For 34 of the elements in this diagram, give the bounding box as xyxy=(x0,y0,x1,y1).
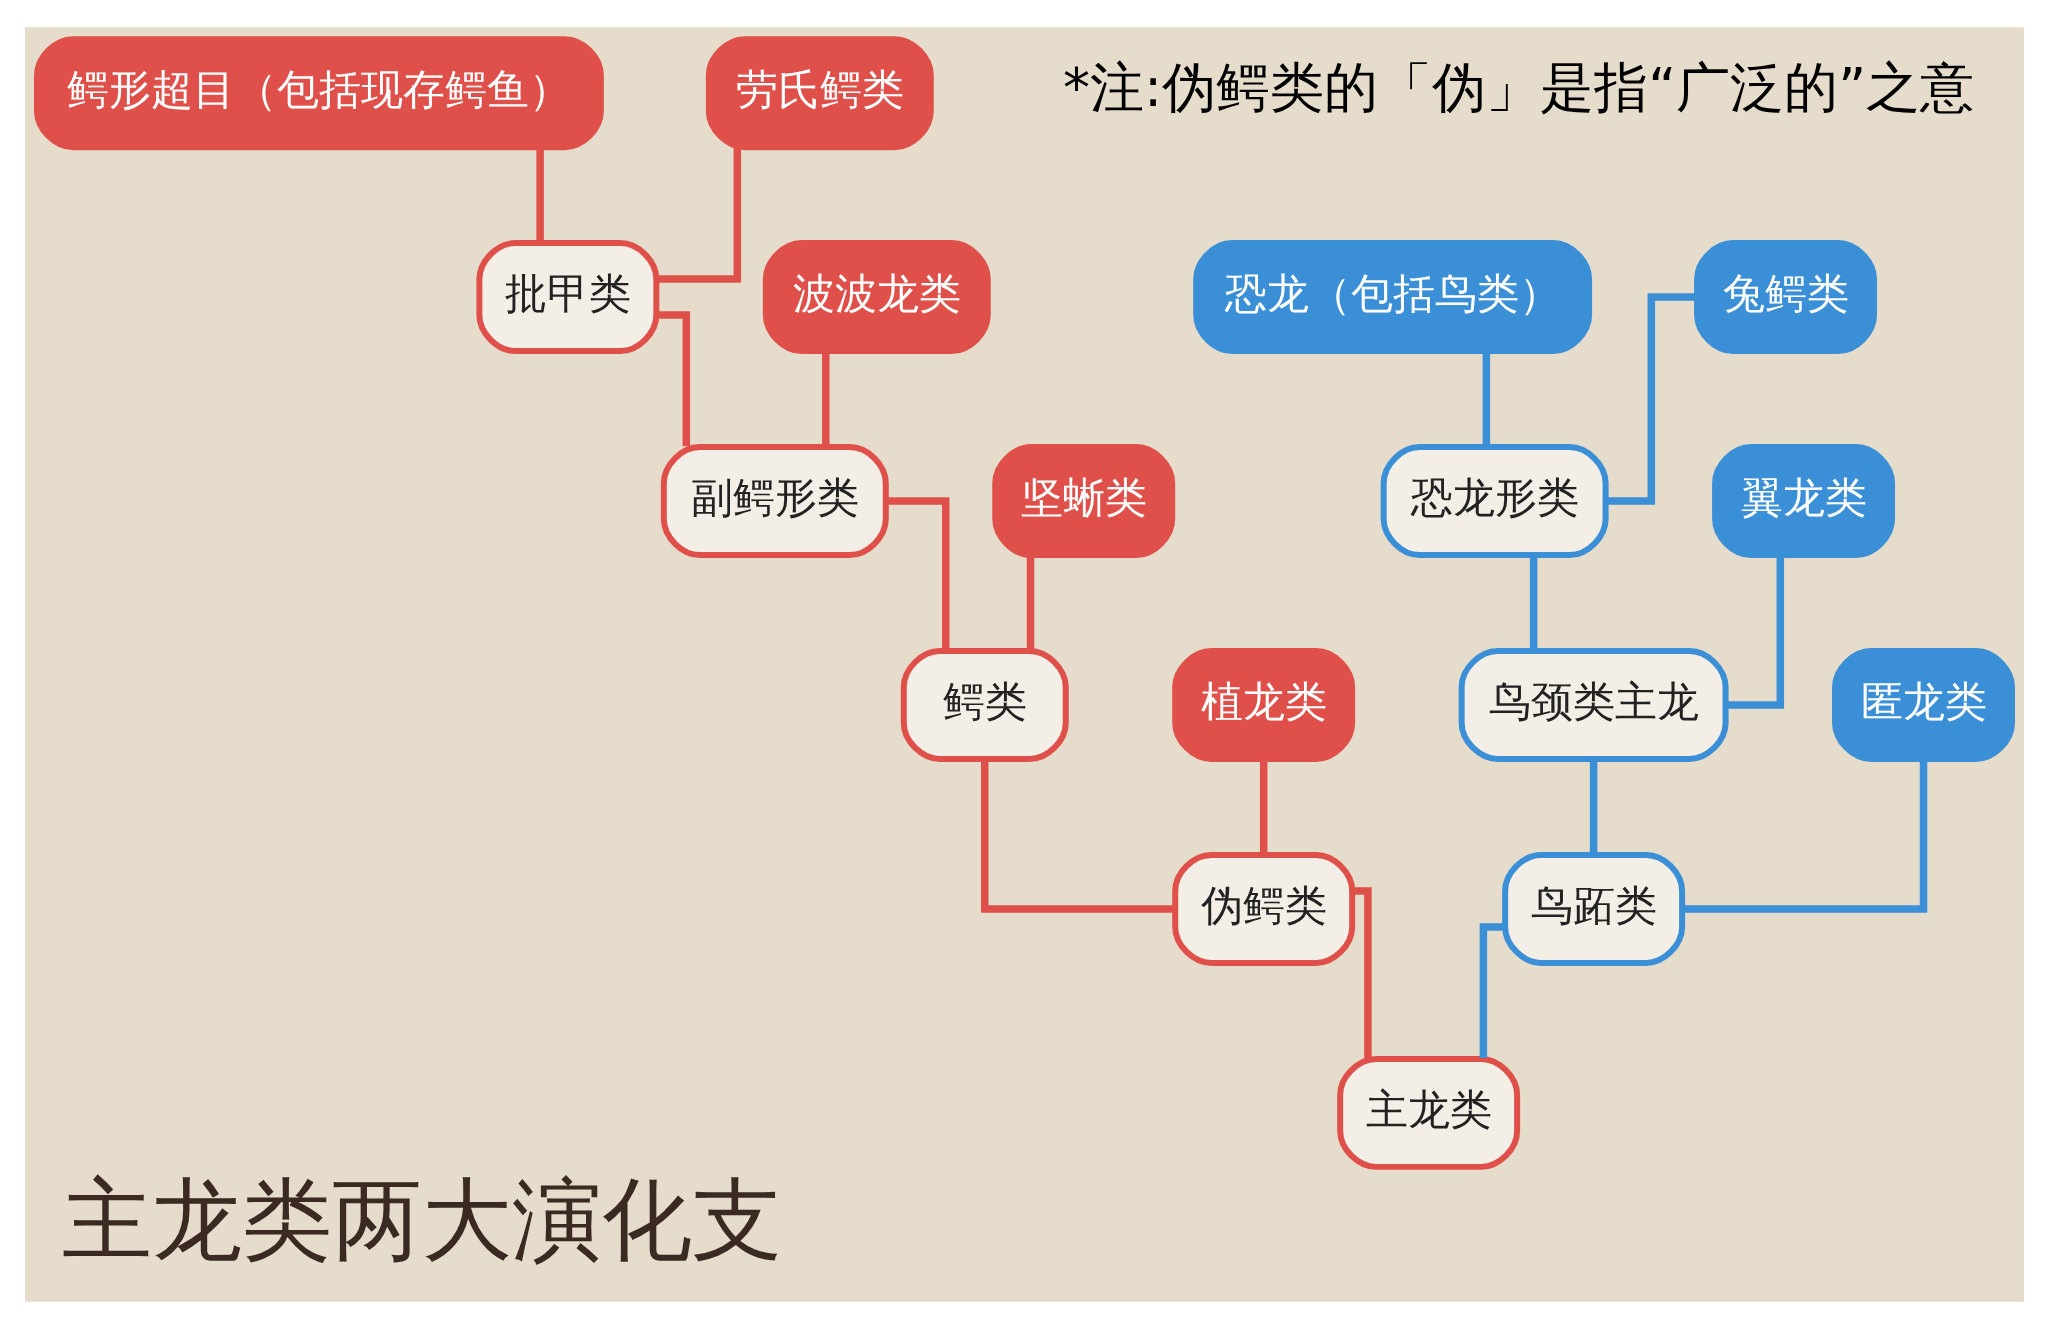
diagram-title: 主龙类两大演化支 xyxy=(61,1166,782,1272)
node-box: 批甲类 xyxy=(475,239,659,354)
connector xyxy=(1479,922,1505,1058)
node-box: 鸟跖类 xyxy=(1501,851,1685,966)
connector xyxy=(1725,555,1784,709)
node-box: 匿龙类 xyxy=(1831,647,2015,762)
connector xyxy=(821,351,830,446)
connector xyxy=(980,759,1175,913)
node-box: 坚蜥类 xyxy=(991,443,1175,558)
node-box: 劳氏鳄类 xyxy=(705,35,934,150)
node-box: 伪鳄类 xyxy=(1171,851,1355,966)
node-box: 植龙类 xyxy=(1171,647,1355,762)
connector xyxy=(1682,759,1927,913)
node-box: 鸟颈类主龙 xyxy=(1458,647,1729,762)
node-box: 副鳄形类 xyxy=(660,443,889,558)
node-box: 波波龙类 xyxy=(762,239,991,354)
connector xyxy=(1026,555,1034,650)
connector xyxy=(1482,351,1490,446)
node-box: 恐龙形类 xyxy=(1380,443,1609,558)
node-box: 兔鳄类 xyxy=(1693,239,1877,354)
label: *注:伪鳄类的「伪」是指“广泛的”之意 xyxy=(1062,55,1974,119)
connector xyxy=(535,147,544,242)
node-box: 恐龙（包括鸟类） xyxy=(1192,239,1592,354)
connector xyxy=(1259,759,1267,854)
connector xyxy=(1352,886,1372,1058)
connector xyxy=(656,147,741,283)
node-box: 鳄类 xyxy=(900,647,1069,762)
connector xyxy=(885,496,949,650)
node-box: 主龙类 xyxy=(1336,1055,1520,1170)
connector xyxy=(1529,555,1537,650)
connector xyxy=(1605,292,1697,505)
node-box: 翼龙类 xyxy=(1711,443,1895,558)
node-box: 鳄形超目（包括现存鳄鱼） xyxy=(33,35,604,150)
connector xyxy=(1589,759,1597,854)
